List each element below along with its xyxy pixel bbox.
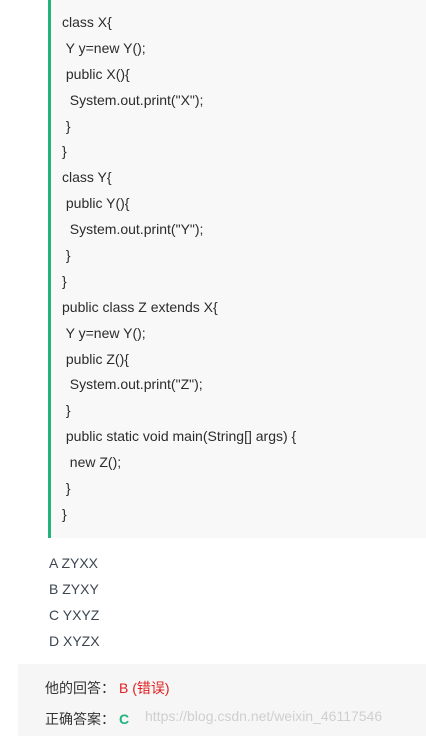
correct-answer-value: C (119, 711, 130, 727)
option-item: C YXYZ (49, 607, 100, 623)
code-line: } (62, 143, 67, 160)
code-line: public Z(){ (62, 350, 129, 367)
code-line: System.out.print("Y"); (62, 221, 204, 238)
code-line: Y y=new Y(); (62, 324, 146, 341)
watermark: https://blog.csdn.net/weixin_46117546 (145, 708, 383, 724)
option-item: B ZYXY (49, 581, 99, 597)
correct-answer-row: 正确答案：C (45, 708, 129, 730)
option-item: D XYZX (49, 633, 100, 649)
code-line: public class Z extends X{ (62, 298, 218, 315)
code-line: class Y{ (62, 169, 112, 186)
code-line: } (62, 505, 67, 522)
code-line: System.out.print("Z"); (62, 376, 203, 393)
user-answer-row: 他的回答：B (错误) (45, 677, 170, 699)
options-list: A ZYXX B ZYXY C YXYZ D XYZX (49, 550, 100, 654)
code-line: public static void main(String[] args) { (62, 428, 297, 445)
correct-answer-label: 正确答案： (45, 711, 115, 727)
code-line: } (62, 247, 71, 264)
user-answer-value: B (错误) (119, 680, 170, 696)
option-item: A ZYXX (49, 555, 99, 571)
code-line: public X(){ (62, 65, 130, 82)
code-line: System.out.print("X"); (62, 91, 204, 108)
code-line: } (62, 480, 71, 497)
code-lines: class X{ Y y=new Y(); public X(){ System… (62, 10, 296, 528)
code-block: class X{ Y y=new Y(); public X(){ System… (48, 0, 426, 538)
code-line: Y y=new Y(); (62, 39, 146, 56)
code-line: } (62, 117, 71, 134)
code-line: class X{ (62, 14, 112, 30)
code-line: new Z(); (62, 454, 122, 471)
answer-panel: 他的回答：B (错误) 正确答案：C (18, 664, 426, 736)
user-answer-label: 他的回答： (45, 680, 115, 696)
code-line: } (62, 272, 67, 289)
code-line: } (62, 402, 71, 419)
code-line: public Y(){ (62, 195, 130, 212)
